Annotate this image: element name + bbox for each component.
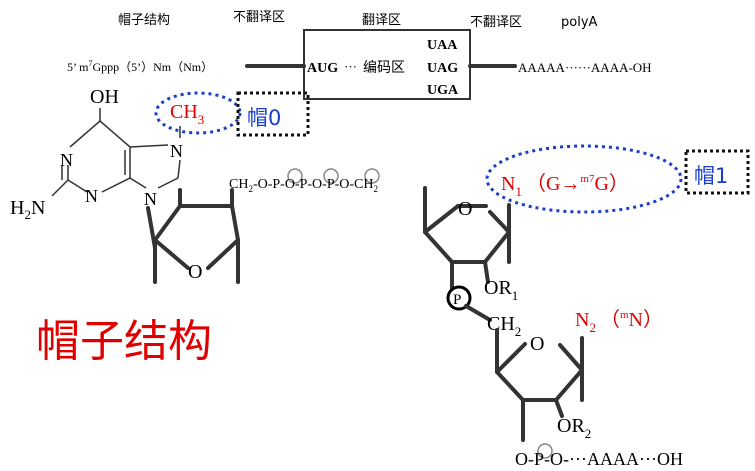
hydroxyl-oh: OH (90, 86, 119, 108)
header-polya: polyA (561, 15, 598, 30)
n2-modification: N2（mN） (575, 308, 663, 335)
guanine-n-9: N (144, 189, 157, 209)
coding-region-label: 编码区 (363, 60, 405, 76)
cap0-box (236, 91, 310, 137)
poly-a-tail: AAAAA······AAAA-OH (518, 60, 652, 75)
tail-chain: O-P-O-···AAAA···OH (515, 449, 683, 469)
ribose-n2 (495, 328, 584, 442)
ribose-left-oxygen: O (188, 261, 202, 283)
header-utr5: 不翻译区 (233, 10, 285, 25)
stop-codon-uga: UGA (427, 83, 459, 98)
phosphate-p-label: P (453, 292, 461, 308)
ribose-n1 (423, 186, 511, 290)
header-utr3: 不翻译区 (470, 15, 522, 30)
ribose-n2-oxygen: O (530, 333, 544, 355)
stop-codon-uag: UAG (427, 61, 458, 76)
cap1-box (684, 149, 750, 195)
n1-highlight (485, 144, 683, 214)
phosphate-p (446, 285, 472, 311)
tail-phosphate-circle (537, 443, 553, 459)
cap0-label: 帽0 (247, 106, 281, 130)
amino-h2n: H2N (10, 197, 45, 222)
guanine-n-7: N (170, 141, 183, 161)
ch2-group: CH2 (487, 313, 521, 339)
ch3-highlight (154, 91, 242, 135)
guanine-n-3: N (85, 186, 98, 206)
cap1-label: 帽1 (694, 164, 728, 188)
or1-group: OR1 (484, 277, 518, 303)
coding-dots: ··· (344, 59, 357, 74)
header-translated: 翻译区 (362, 13, 401, 28)
phosphate-circles (287, 168, 380, 184)
or2-group: OR2 (557, 415, 591, 441)
ribose-n1-oxygen: O (458, 198, 472, 220)
guanine-n-1: N (60, 150, 73, 170)
big-title: 帽子结构 (36, 316, 212, 367)
header-cap-structure: 帽子结构 (118, 12, 170, 28)
triphosphate-bridge: CH2-O-P-O-P-O-P-O-CH2 (229, 177, 378, 194)
p-to-ch2-bond (464, 304, 492, 322)
n1-modification: N1（G→m7G） (501, 172, 629, 199)
methyl-ch3: CH3 (170, 101, 204, 127)
stop-codon-uaa: UAA (427, 38, 458, 53)
ribose-left (146, 188, 240, 284)
mrna-5prime: 5’ m7Gppp（5’）Nm（Nm） (67, 59, 213, 74)
start-codon: AUG (307, 61, 338, 76)
guanine-bonds (51, 108, 181, 197)
